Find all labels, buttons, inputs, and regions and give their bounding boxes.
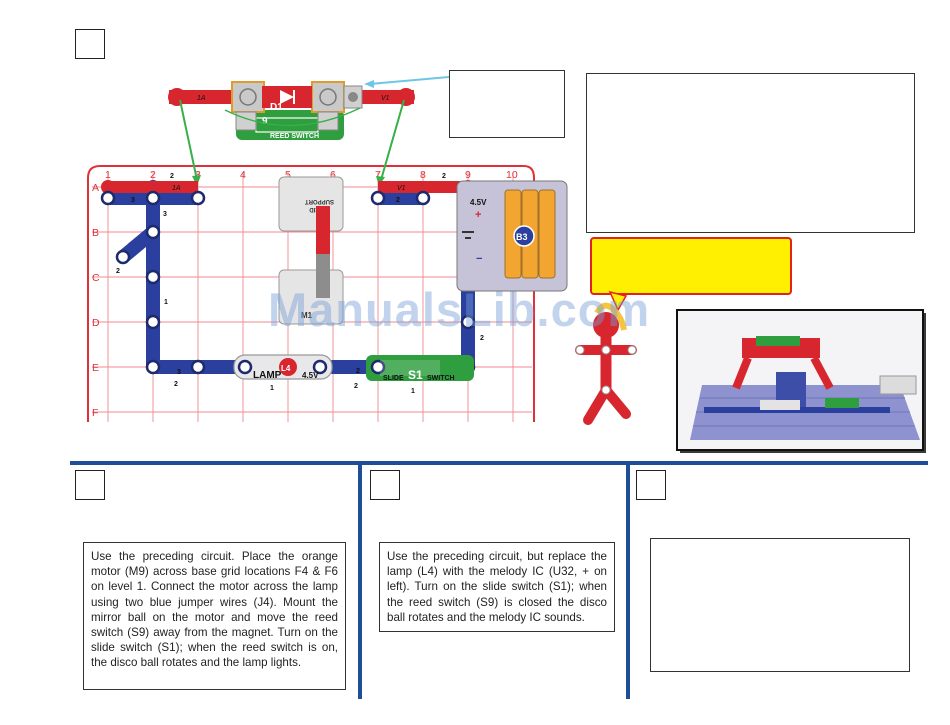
placement-arrows (179, 76, 450, 186)
grid-row-label: C (92, 272, 100, 284)
lamp-icon: LAMP L4 4.5V (233, 354, 333, 381)
battery-minus: − (476, 253, 482, 265)
project-number-box (75, 29, 105, 59)
lamp-voltage: 4.5V (302, 371, 319, 380)
level-number: 2 (480, 335, 484, 342)
grid-col-label: 9 (465, 169, 471, 181)
level-number: 2 (116, 268, 120, 275)
instruction-text-left: Use the preceding circuit. Place the ora… (83, 542, 346, 690)
circuit-photo-icon (676, 309, 926, 453)
switch-label: SWITCH (427, 375, 455, 382)
level-number: 3 (163, 211, 167, 218)
d1-reed-assembly: 9 REED SWITCH 1A V1 D1 (168, 81, 415, 140)
grid-row-label: E (92, 362, 99, 374)
level-number: 2 (174, 381, 178, 388)
level-number: 3 (177, 369, 181, 376)
motor-icon: SUPPORT E GRID M1 (278, 176, 344, 325)
column-divider (626, 463, 630, 699)
reed-label: REED SWITCH (270, 133, 319, 140)
instruction-box-right (650, 538, 910, 672)
level-number: 1 (270, 385, 274, 392)
project-number-box (370, 470, 400, 500)
wire-label: V1 (397, 185, 406, 192)
slide-id: S1 (408, 368, 423, 382)
reed-number: 9 (262, 116, 268, 127)
project-number-box (636, 470, 666, 500)
grid-col-label: 10 (506, 169, 518, 181)
battery-voltage: 4.5V (470, 198, 487, 207)
support-label: SUPPORT (305, 198, 334, 204)
lamp-id: L4 (281, 364, 291, 373)
battery-icon: B3 4.5V + − (456, 180, 568, 292)
grid-col-label: 6 (330, 169, 336, 181)
wire-label: V1 (381, 95, 390, 102)
instruction-text-middle: Use the preceding circuit, but replace t… (379, 542, 615, 632)
battery-id: B3 (516, 232, 528, 242)
circuit-diagram: 1 2 3 4 5 6 7 8 9 10 A B C D E F 9 REED … (87, 76, 926, 453)
snap-rivets (100, 190, 476, 375)
grid-col-label: 4 (240, 169, 246, 181)
level-number: 3 (131, 197, 135, 204)
lamp-label: LAMP (253, 370, 282, 381)
wire-label: 1A (172, 185, 181, 192)
grid-col-label: 1 (105, 169, 111, 181)
top-note-box (449, 70, 565, 138)
motor-id: M1 (301, 311, 313, 320)
grid-col-label: 2 (150, 169, 156, 181)
wire-label: 1A (197, 95, 206, 102)
slide-switch: SLIDE S1 SWITCH (366, 355, 474, 382)
level-number: 2 (442, 173, 446, 180)
section-divider (70, 461, 928, 465)
level-number: 1 (164, 299, 168, 306)
mascot-speech-bubble (590, 237, 792, 295)
column-divider (358, 463, 362, 699)
level-number: 1 (411, 388, 415, 395)
level-number: 2 (396, 197, 400, 204)
mascot-icon (575, 290, 637, 425)
grid-col-label: 7 (375, 169, 381, 181)
grid-col-label: 8 (420, 169, 426, 181)
top-right-description-box (586, 73, 915, 233)
grid-row-label: F (92, 407, 98, 419)
grid-col-label: 3 (195, 169, 201, 181)
watermark: ManualsLib.com (268, 283, 651, 336)
grid-row-label: D (92, 317, 100, 329)
grid-row-label: A (92, 182, 99, 194)
slide-label: SLIDE (383, 375, 404, 382)
grid-row-label: B (92, 227, 99, 239)
grid-col-label: 5 (285, 169, 291, 181)
project-number-box (75, 470, 105, 500)
battery-plus: + (475, 209, 481, 221)
level-number: 2 (170, 173, 174, 180)
level-number: 2 (354, 383, 358, 390)
level-number: 2 (356, 368, 360, 375)
d1-label: D1 (270, 102, 283, 113)
